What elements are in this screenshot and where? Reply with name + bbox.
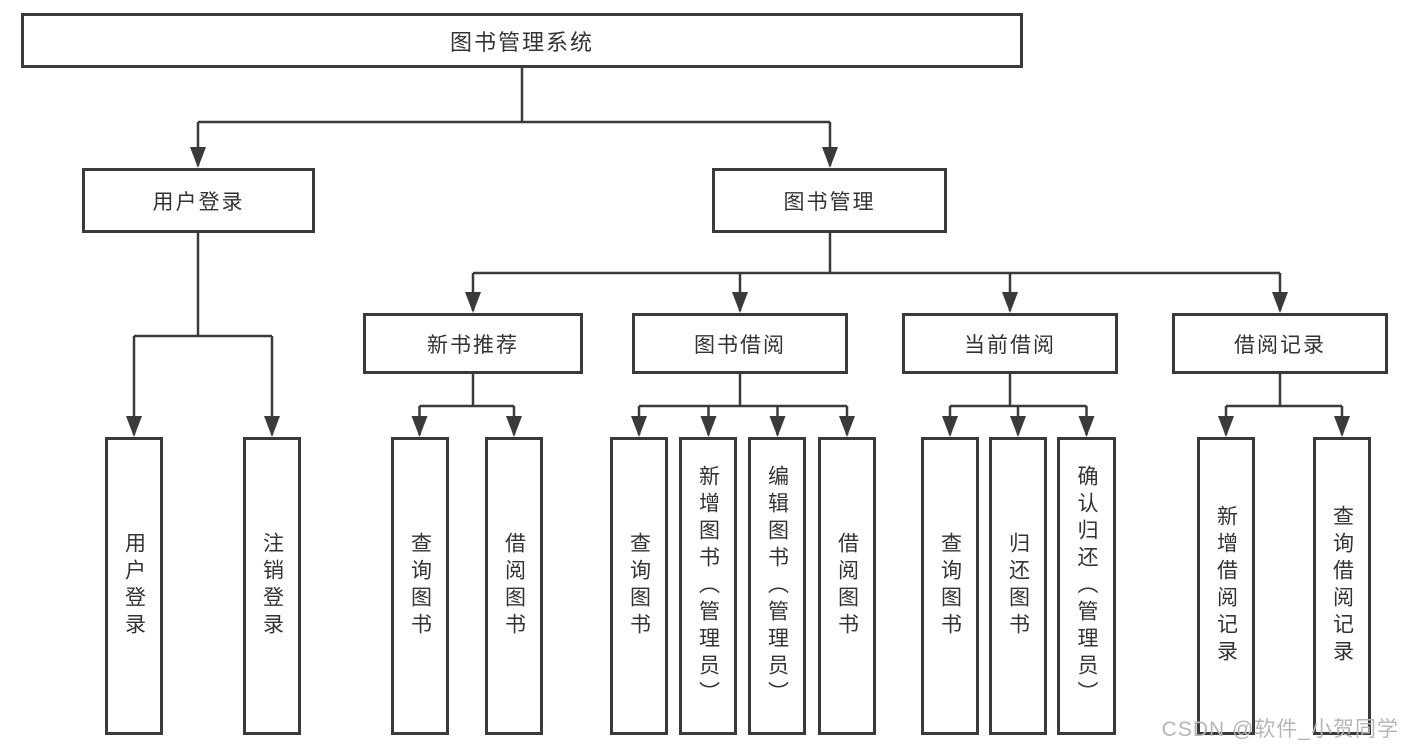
node-label: 借阅图书 [835,532,859,640]
leaf-borrow-books: 借阅图书 [818,437,876,735]
node-current-borrowing: 当前借阅 [902,313,1118,374]
node-label: 图书管理系统 [449,29,594,55]
leaf-query-borrow-record: 查询借阅记录 [1313,437,1371,735]
arrow-down-icon [822,147,838,168]
leaf-edit-books-admin: 编辑图书（管理员） [748,437,806,735]
node-new-book-recommendation: 新书推荐 [363,313,583,374]
connector-records-children [1224,374,1344,435]
leaf-borrow-books-recommend: 借阅图书 [485,437,543,735]
leaf-confirm-return-admin: 确认归还（管理员） [1057,437,1116,735]
node-label: 查询图书 [938,532,962,640]
node-book-management: 图书管理 [712,168,947,233]
arrow-down-icon [1010,416,1026,437]
arrow-down-icon [1078,416,1095,437]
connector-borrow-children [637,374,849,435]
node-label: 借阅记录 [1234,333,1326,357]
node-label: 新增图书（管理员） [696,464,720,708]
arrow-down-icon [465,292,481,313]
arrow-down-icon [1002,292,1018,313]
node-label: 新书推荐 [427,333,519,357]
arrow-down-icon [190,147,206,168]
node-label: 查询图书 [627,532,651,640]
arrow-down-icon [839,416,855,437]
leaf-query-books-borrow: 查询图书 [610,437,668,735]
node-label: 查询图书 [408,532,432,640]
node-label: 新增借阅记录 [1214,505,1238,667]
arrow-down-icon [264,416,280,437]
connector-bookmgmt-children [471,233,1282,311]
node-book-borrowing: 图书借阅 [632,313,848,374]
arrow-down-icon [1218,416,1234,437]
node-label: 当前借阅 [964,333,1056,357]
node-label: 编辑图书（管理员） [765,464,789,708]
connector-newbook-children [418,374,516,435]
arrow-down-icon [506,416,522,437]
arrow-down-icon [126,416,142,437]
node-borrowing-records: 借阅记录 [1172,313,1388,374]
connector-userlogin-children [132,233,274,435]
node-library-management-system: 图书管理系统 [21,13,1023,68]
node-label: 图书借阅 [694,333,786,357]
leaf-return-books: 归还图书 [989,437,1047,735]
node-label: 图书管理 [783,190,876,214]
node-label: 借阅图书 [502,532,526,640]
node-label: 归还图书 [1006,532,1030,640]
node-label: 用户登录 [122,532,146,640]
node-label: 注销登录 [260,532,284,640]
leaf-add-books-admin: 新增图书（管理员） [679,437,737,735]
arrow-down-icon [1272,292,1288,313]
arrow-down-icon [411,416,428,437]
leaf-add-borrow-record: 新增借阅记录 [1197,437,1255,735]
leaf-query-books-current: 查询图书 [921,437,979,735]
connector-root-to-level2 [196,68,832,166]
node-label: 确认归还（管理员） [1075,464,1098,708]
csdn-watermark: CSDN @软件_小贺同学 [1161,718,1399,741]
arrow-down-icon [942,416,958,437]
arrow-down-icon [700,416,717,437]
leaf-logout: 注销登录 [243,437,301,735]
node-label: 用户登录 [152,190,245,214]
arrow-down-icon [732,292,748,313]
leaf-query-books-recommend: 查询图书 [391,437,449,735]
node-label: 查询借阅记录 [1330,505,1354,667]
arrow-down-icon [769,416,786,437]
leaf-user-login: 用户登录 [105,437,163,735]
arrow-down-icon [631,416,647,437]
node-user-login: 用户登录 [82,168,315,233]
arrow-down-icon [1334,416,1350,437]
